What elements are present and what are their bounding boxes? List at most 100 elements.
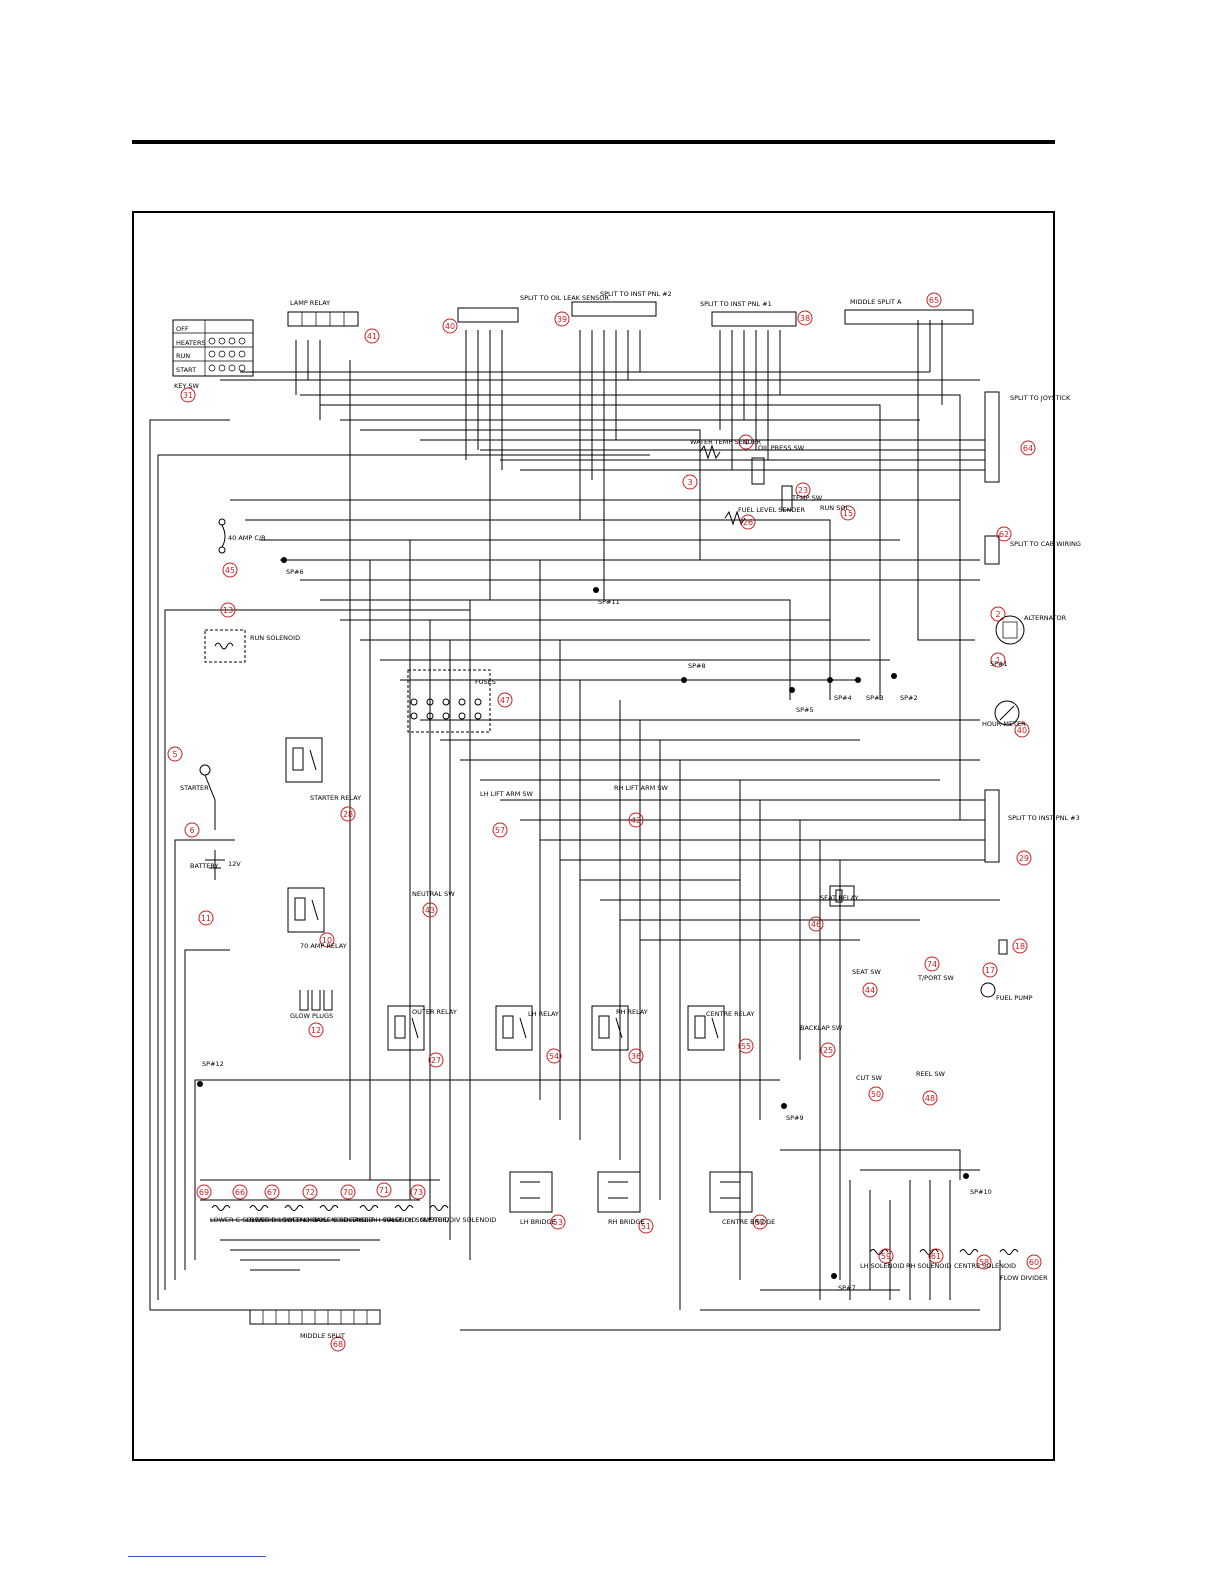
callout-circle (330, 1336, 346, 1352)
callout-circle (820, 1042, 836, 1058)
callout-c60: 60 (1026, 1254, 1042, 1270)
component-label-c27: OUTER RELAY (412, 1008, 457, 1016)
callout-number: 47 (500, 696, 510, 705)
callout-c72: 72 (302, 1184, 318, 1200)
component-label-c70: RAISE RH SOLENOID (350, 1216, 416, 1224)
callout-circle (442, 318, 458, 334)
glow-plugs (299, 990, 333, 1011)
callout-number: 31 (183, 391, 193, 400)
inst-panel-1-connector (711, 311, 797, 327)
splice-label: SP#10 (970, 1188, 992, 1196)
fuel-pump (980, 982, 996, 998)
callout-c27: 27 (428, 1052, 444, 1068)
splice-label: SP#11 (598, 598, 620, 606)
callout-c6: 6 (184, 822, 200, 838)
component-label-c51: RH BRIDGE (608, 1218, 645, 1226)
callout-number: 38 (800, 314, 810, 323)
callout-c73: 73 (410, 1184, 426, 1200)
component-label-c23: TEMP SW (791, 494, 823, 502)
callout-c66: 66 (232, 1184, 248, 1200)
splice-label-layer: SP#1SP#2SP#3SP#4SP#5SP#6SP#7SP#8SP#9SP#1… (202, 568, 1008, 1292)
callout-c61: 61 (928, 1248, 944, 1264)
splice-label: SP#2 (900, 694, 918, 702)
joystick-split-connector (984, 391, 1000, 483)
callout-circle (319, 932, 335, 948)
callout-number: 10 (322, 936, 332, 945)
callout-circle (982, 962, 998, 978)
callout-number: 45 (225, 566, 235, 575)
splice-label: SP#12 (202, 1060, 224, 1068)
callout-circle (184, 822, 200, 838)
callout-number: 40 (445, 322, 455, 331)
callout-c46: 46 (808, 916, 824, 932)
callout-c51: 51 (638, 1218, 654, 1234)
callout-number: 51 (641, 1222, 651, 1231)
callout-c12: 12 (308, 1022, 324, 1038)
callout-circle (340, 1184, 356, 1200)
callout-number: 17 (985, 966, 995, 975)
callout-number: 64 (1023, 444, 1033, 453)
callout-number: 4 (743, 438, 748, 447)
callout-number: 36 (631, 1052, 641, 1061)
callout-circle (740, 514, 756, 530)
component-label-c6: BATTERY (190, 862, 218, 870)
inst-panel-2-connector (571, 301, 657, 317)
callout-circle (868, 1086, 884, 1102)
callout-number: 28 (343, 810, 353, 819)
callout-c45: 45 (222, 562, 238, 578)
callout-number: 52 (755, 1218, 765, 1227)
callout-number: 39 (557, 315, 567, 324)
callout-circle (376, 1182, 392, 1198)
callout-c10: 10 (319, 932, 335, 948)
callout-number: 1 (995, 656, 1000, 665)
callout-circle (1020, 440, 1036, 456)
fuel-level-sender (724, 510, 746, 526)
component-label-c10: 70 AMP RELAY (300, 942, 347, 950)
callout-number: 23 (798, 486, 808, 495)
centre-relay (687, 1005, 725, 1051)
callout-circle (996, 526, 1012, 542)
middle-split-bottom-connector (249, 1309, 381, 1325)
lh-bridge (509, 1171, 553, 1213)
callout-c38: 38 (797, 310, 813, 326)
lamp-relay-connector (287, 311, 359, 327)
component-label-c44: SEAT SW (852, 968, 881, 976)
callout-circle (976, 1254, 992, 1270)
callout-c25: 25 (820, 1042, 836, 1058)
cab-wiring-split-connector (984, 535, 1000, 565)
callout-c47: 47 (497, 692, 513, 708)
callout-number: 27 (431, 1056, 441, 1065)
callout-circle (1016, 850, 1032, 866)
callout-circle (232, 1184, 248, 1200)
splice-label: SP#4 (834, 694, 852, 702)
component-label-c67: LOWER LH SOLENOID (278, 1216, 348, 1224)
callout-circle (638, 1218, 654, 1234)
callout-c44: 44 (862, 982, 878, 998)
component-label-c65: MIDDLE SPLIT A (850, 298, 902, 306)
callout-number: 59 (881, 1252, 891, 1261)
callout-circle (422, 902, 438, 918)
callout-c54: 54 (546, 1048, 562, 1064)
component-18-body (998, 939, 1008, 955)
callout-circle (340, 806, 356, 822)
outer-relay (387, 1005, 425, 1051)
callout-circle (550, 1214, 566, 1230)
callout-number: 58 (979, 1258, 989, 1267)
component-label-c72: RAISE C SOLENOID (312, 1216, 373, 1224)
callout-c15: 15 (840, 505, 856, 521)
callout-c11: 11 (198, 910, 214, 926)
callout-circle (180, 387, 196, 403)
callout-c55: 55 (738, 1038, 754, 1054)
callout-circle (222, 562, 238, 578)
callout-number: 57 (495, 826, 505, 835)
callout-number: 67 (267, 1188, 277, 1197)
component-label-c50: CUT SW (856, 1074, 882, 1082)
rh-bridge (597, 1171, 641, 1213)
callout-c28: 28 (340, 806, 356, 822)
callout-number: 68 (333, 1340, 343, 1349)
callout-circle (628, 812, 644, 828)
callout-c36: 36 (628, 1048, 644, 1064)
component-label-c64: SPLIT TO JOYSTICK (1010, 394, 1071, 402)
callout-number: 50 (871, 1090, 881, 1099)
callout-circle (924, 956, 940, 972)
